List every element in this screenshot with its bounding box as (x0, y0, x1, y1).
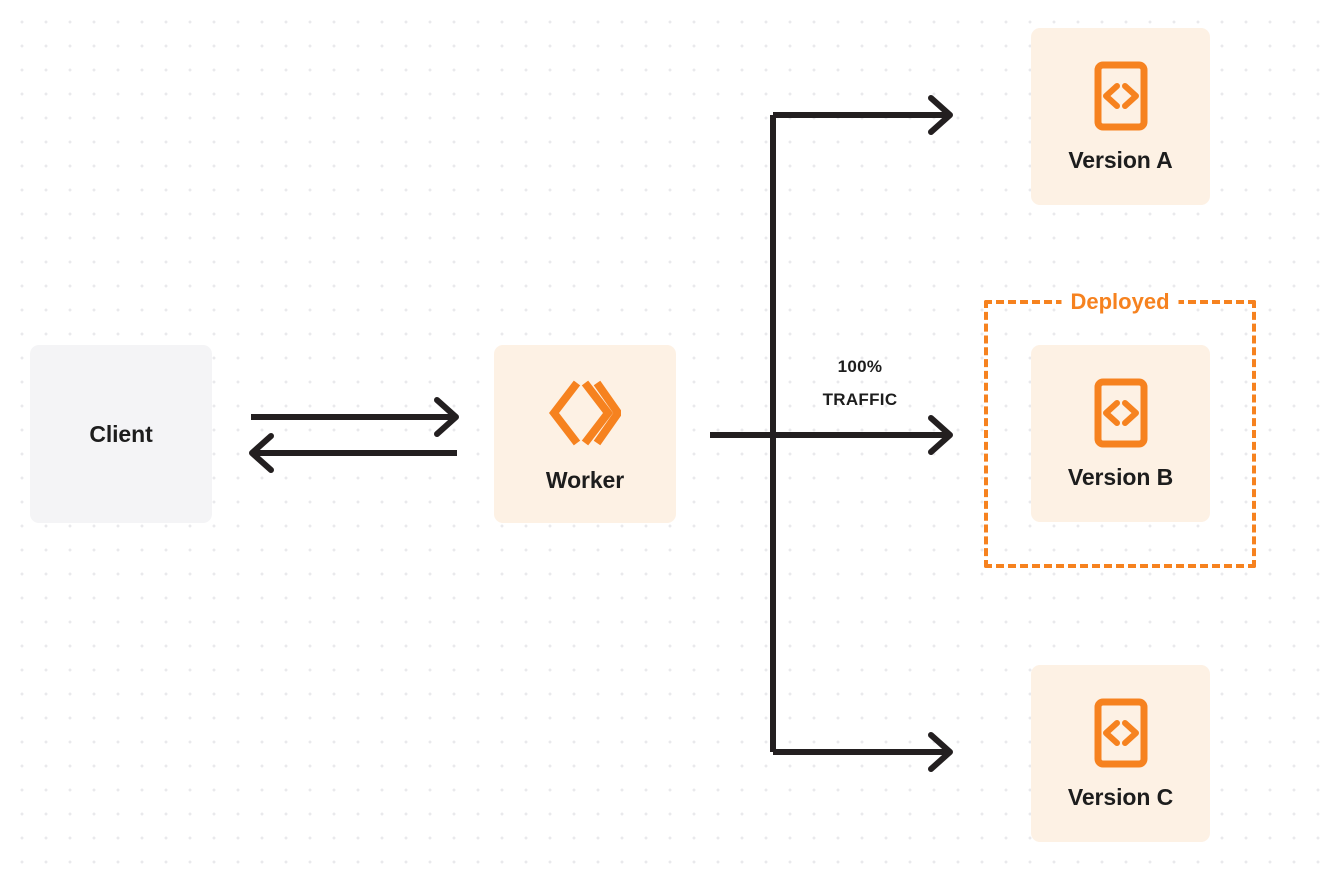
traffic-percent: 100% (837, 357, 883, 376)
node-worker[interactable]: Worker (494, 345, 676, 523)
node-client-label: Client (89, 420, 153, 447)
arrow-to-version-a (773, 95, 953, 135)
node-worker-label: Worker (545, 466, 625, 493)
node-version-a-label: Version A (1068, 147, 1173, 173)
traffic-caption: TRAFFIC (822, 390, 898, 410)
node-version-b[interactable]: Version B (1031, 345, 1210, 522)
arrow-worker-to-client (249, 433, 457, 473)
arrow-to-version-c (773, 732, 953, 772)
cloudflare-workers-logo-icon (549, 377, 621, 449)
arrow-to-version-b (773, 415, 953, 455)
node-version-a[interactable]: Version A (1031, 28, 1210, 205)
arrow-client-to-worker (251, 397, 459, 437)
traffic-label: 100% TRAFFIC (790, 350, 930, 416)
group-deployed: Deployed (984, 291, 1256, 568)
code-file-icon (1093, 61, 1149, 131)
node-version-b-label: Version B (1067, 464, 1174, 490)
node-version-c-label: Version C (1067, 784, 1174, 810)
node-version-c[interactable]: Version C (1031, 665, 1210, 842)
code-file-icon (1093, 378, 1149, 448)
group-deployed-label: Deployed (1061, 291, 1179, 313)
node-client[interactable]: Client (30, 345, 212, 523)
code-file-icon (1093, 698, 1149, 768)
